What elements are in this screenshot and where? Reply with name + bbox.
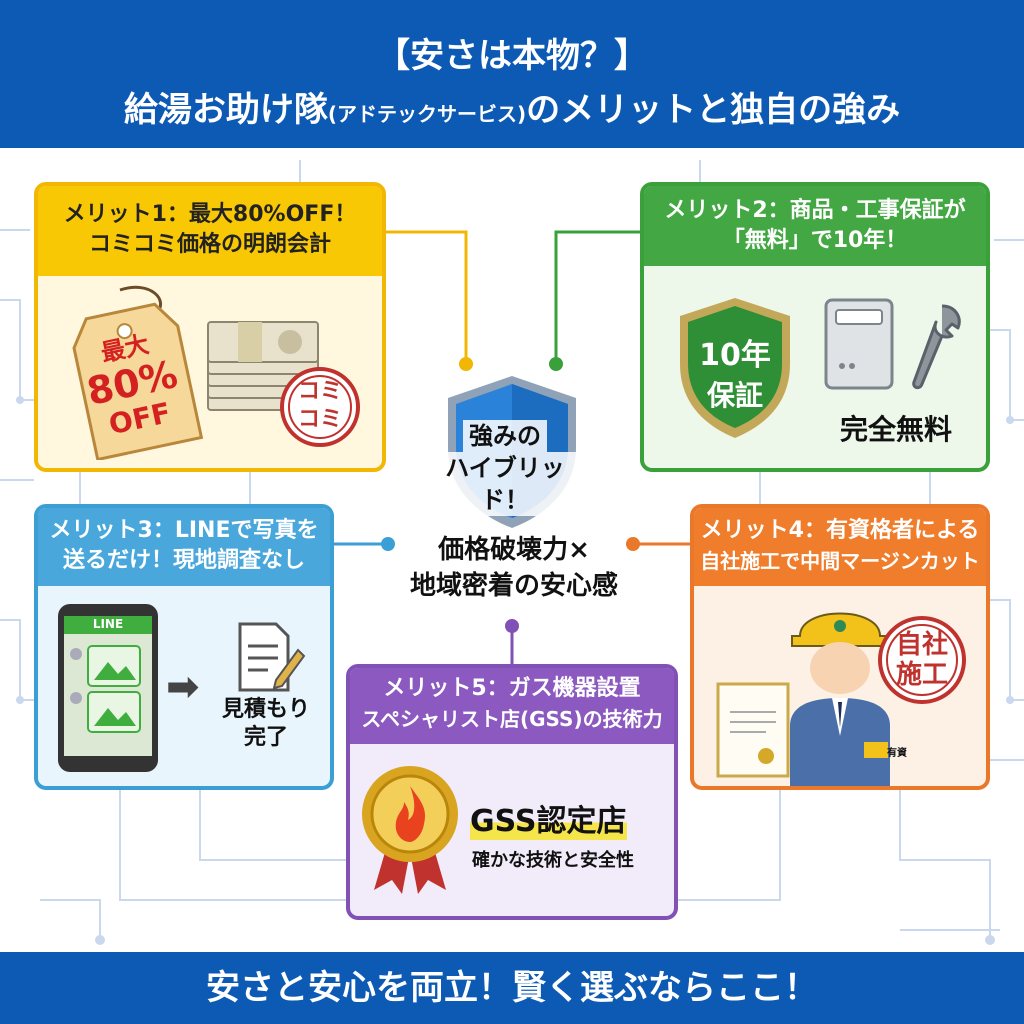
shield-label-line2: ハイブリッド！	[430, 452, 580, 516]
merit5-title-line2: スペシャリスト店(GSS)の技術力	[361, 707, 663, 731]
warranty-line2: 保証	[706, 379, 763, 412]
warranty-line1: 10年	[699, 338, 771, 373]
merit1-title-line1: メリット1：最大80%OFF！	[63, 202, 357, 227]
stamp-line2: コミ	[297, 407, 342, 432]
merit2-title: メリット2：商品・工事保証が 「無料」で10年！	[644, 186, 986, 266]
merit1-title: メリット1：最大80%OFF！ コミコミ価格の明朗会計	[38, 186, 382, 276]
merit2-title-line2: 「無料」で10年！	[722, 228, 908, 253]
inhouse-stamp-text: 自社 施工	[876, 630, 968, 690]
document-pencil-icon	[238, 622, 306, 692]
warranty-shield-icon	[680, 298, 790, 438]
price-tag-icon	[72, 285, 204, 460]
header-subtitle: のメリットと独自の強み	[526, 90, 901, 130]
merit3-caption-line1: 見積もり	[221, 697, 310, 722]
inhouse-stamp-icon	[878, 616, 966, 704]
merit4-title-line2: 自社施工で中間マージンカット	[700, 549, 980, 573]
merit3-title-line1: メリット3：LINEで写真を	[49, 518, 319, 543]
water-heater-icon	[824, 298, 894, 390]
header-title-line1: 【安さは本物？】	[376, 36, 648, 76]
cash-stack-icon	[207, 321, 319, 411]
merit5-title-line1: メリット5：ガス機器設置	[383, 676, 641, 701]
merit4-title: メリット4：有資格者による 自社施工で中間マージンカット	[694, 508, 986, 586]
center-shield-label: 強みの ハイブリッド！	[430, 420, 580, 516]
gss-badge-title: GSS認定店	[470, 796, 627, 840]
inhouse-stamp-line1: 自社	[895, 630, 948, 660]
stamp-line1: コミ	[297, 379, 342, 404]
center-tagline: 価格破壊力× 地域密着の安心感	[380, 532, 648, 604]
certificate-icon	[716, 682, 790, 778]
header-title-line2: 給湯お助け隊(アドテックサービス)のメリットと独自の強み	[0, 82, 1024, 131]
inhouse-stamp-line2: 施工	[895, 660, 948, 690]
arrow-right-icon: ➡	[166, 664, 200, 710]
stamp-text: コミ コミ	[278, 378, 362, 434]
phone-app-label: LINE	[92, 617, 124, 631]
merit2-caption: 完全無料	[839, 413, 952, 446]
page-header: 【安さは本物？】 給湯お助け隊(アドテックサービス)のメリットと独自の強み	[0, 0, 1024, 148]
company-paren: (アドテックサービス)	[327, 102, 527, 126]
wrench-icon	[912, 304, 961, 390]
merit3-caption-line2: 完了	[243, 725, 288, 750]
center-tagline-line2: 地域密着の安心感	[409, 571, 618, 601]
shield-label-line1: 強みの	[463, 420, 547, 452]
merit5-title: メリット5：ガス機器設置 スペシャリスト店(GSS)の技術力	[350, 668, 674, 744]
gss-badge-subtitle: 確かな技術と安全性	[472, 850, 634, 871]
center-tagline-line1: 価格破壊力×	[438, 535, 590, 565]
company-name: 給湯お助け隊	[123, 90, 328, 130]
merit1-title-line2: コミコミ価格の明朗会計	[88, 232, 331, 257]
smartphone-icon	[58, 604, 158, 772]
warranty-shield-text: 10年 保証	[680, 330, 790, 414]
worker-badge-label: 有資	[887, 748, 907, 759]
stamp-icon	[280, 367, 360, 447]
footer-text: 安さと安心を両立！賢く選ぶならここ！	[206, 968, 818, 1008]
award-medal-icon	[362, 766, 458, 894]
merit3-title-line2: 送るだけ！現地調査なし	[62, 548, 305, 573]
merit2-title-line1: メリット2：商品・工事保証が	[664, 198, 966, 223]
worker-icon	[790, 612, 890, 786]
merit3-title: メリット3：LINEで写真を 送るだけ！現地調査なし	[38, 508, 330, 586]
merit4-title-line1: メリット4：有資格者による	[700, 518, 980, 543]
page-footer: 安さと安心を両立！賢く選ぶならここ！	[0, 952, 1024, 1024]
merit3-caption: 見積もり 完了	[206, 696, 326, 752]
